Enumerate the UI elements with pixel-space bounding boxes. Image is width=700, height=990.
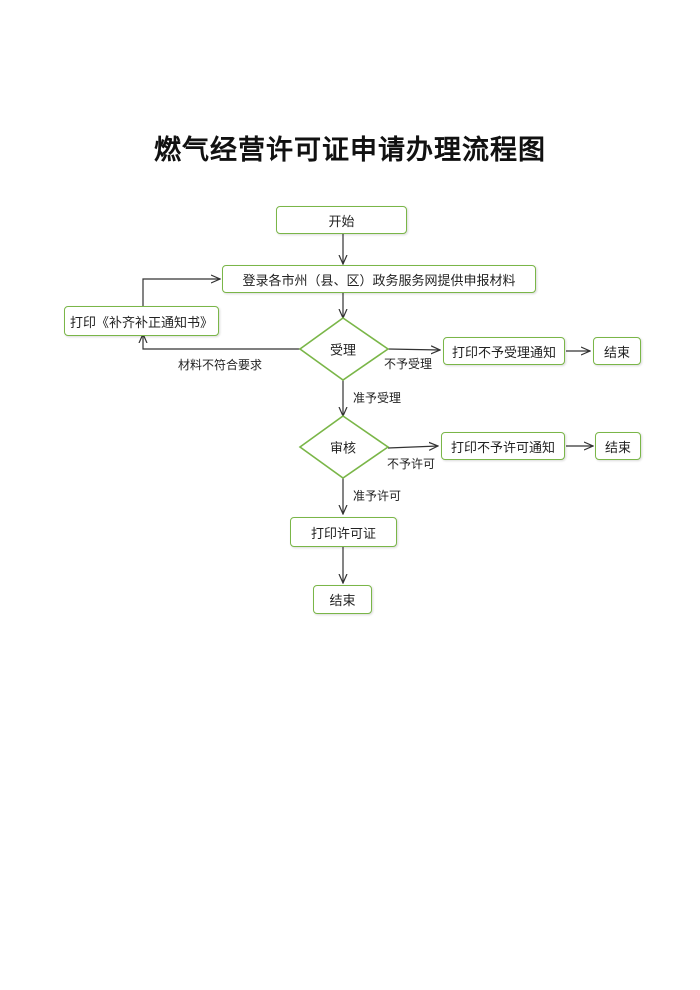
arrow-accept-to-correction [143,334,300,350]
edge-label-not-accepted: 不予受理 [384,357,433,371]
submit-materials-node: 登录各市州（县、区）政务服务网提供申报材料 [222,265,536,293]
edge-label-not-permitted: 不予许可 [387,457,436,471]
end-node-1: 结束 [593,337,641,365]
print-not-permit-notice-node: 打印不予许可通知 [441,432,565,460]
edge-label-accepted: 准予受理 [353,391,402,405]
decision-review-diamond [298,415,390,479]
print-not-accept-notice-node: 打印不予受理通知 [443,337,565,365]
print-correction-notice-node: 打印《补齐补正通知书》 [64,306,219,336]
end-node-3: 结束 [313,585,372,614]
arrow-correction-to-submit [142,279,220,307]
print-license-node: 打印许可证 [290,517,397,547]
arrow-accept-to-reject-notice [387,349,440,350]
decision-accept-diamond [298,317,390,381]
decision-accept-label: 受理 [329,343,357,359]
end-node-2: 结束 [595,432,641,460]
edge-label-materials-incomplete: 材料不符合要求 [178,358,263,372]
start-node: 开始 [276,206,407,234]
arrow-review-to-not-permit-notice [387,446,438,448]
page-title: 燃气经营许可证申请办理流程图 [154,135,546,166]
decision-review-label: 审核 [329,441,357,457]
edge-label-permitted: 准予许可 [353,489,402,503]
